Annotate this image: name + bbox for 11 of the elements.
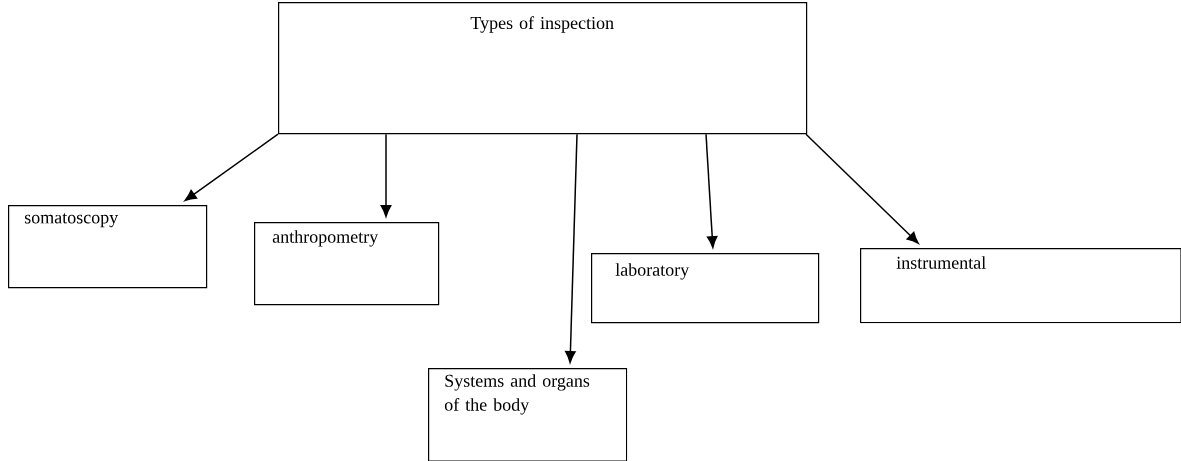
arrow	[805, 133, 919, 244]
category-box: instrumental	[860, 248, 1181, 324]
category-box: laboratory	[591, 253, 820, 324]
arrow	[184, 133, 279, 202]
category-box: somatoscopy	[8, 205, 208, 289]
title-box: Types of inspection	[278, 2, 808, 135]
arrow	[705, 133, 718, 249]
category-box: Systems and organs of the body	[428, 368, 628, 461]
category-box: anthropometry	[254, 222, 440, 306]
arrow	[565, 133, 578, 364]
arrow	[380, 133, 392, 217]
